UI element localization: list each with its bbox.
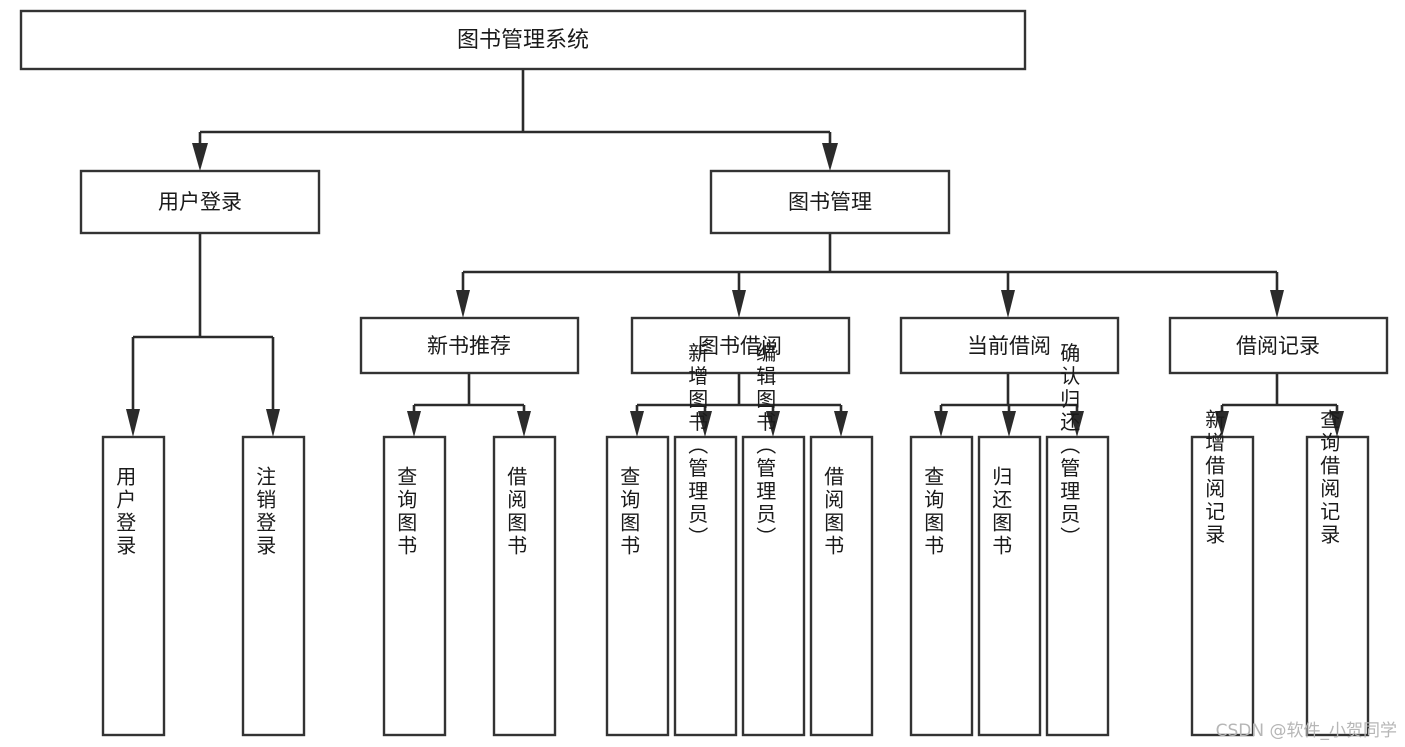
node-box-new-book-recommend[interactable]: [359, 316, 580, 375]
node-leaf-borrow-book-2[interactable]: 借阅图书: [809, 435, 874, 737]
node-box-leaf-query-record[interactable]: [1305, 435, 1370, 737]
connector-group-root: [192, 69, 838, 171]
arrow-icon-leaf-confirm-return: [1070, 411, 1084, 437]
node-box-book-borrow[interactable]: [630, 316, 851, 375]
arrow-icon-leaf-user-login: [126, 409, 140, 437]
node-leaf-user-login[interactable]: 用户登录: [101, 435, 166, 737]
node-label-leaf-query-book-2: 查询图书: [617, 466, 641, 558]
node-box-borrow-record[interactable]: [1168, 316, 1389, 375]
node-label-root: 图书管理系统: [457, 28, 589, 53]
node-user-login[interactable]: 用户登录: [79, 169, 321, 235]
node-label-leaf-confirm-return: 确认归还（管理员）: [1057, 342, 1081, 549]
arrow-icon-leaf-query-book-2: [630, 411, 644, 437]
connector-group-book-management: [456, 233, 1284, 318]
node-label-leaf-borrow-book-1: 借阅图书: [504, 466, 528, 558]
node-box-user-login[interactable]: [79, 169, 321, 235]
node-box-leaf-edit-book[interactable]: [741, 435, 806, 737]
node-box-leaf-user-logout[interactable]: [241, 435, 306, 737]
node-box-leaf-add-book[interactable]: [673, 435, 738, 737]
node-label-user-login: 用户登录: [158, 190, 242, 214]
node-box-leaf-borrow-book-1[interactable]: [492, 435, 557, 737]
arrow-icon-current-borrow: [1001, 290, 1015, 318]
connector-group-new-book-recommend: [407, 373, 531, 437]
node-label-current-borrow: 当前借阅: [967, 334, 1051, 358]
node-label-leaf-query-record: 查询借阅记录: [1317, 409, 1341, 547]
node-borrow-record[interactable]: 借阅记录: [1168, 316, 1389, 375]
arrow-icon-leaf-return-book: [1002, 411, 1016, 437]
node-box-leaf-query-book-3[interactable]: [909, 435, 974, 737]
arrow-icon-leaf-query-record: [1330, 411, 1344, 437]
arrow-icon-borrow-record: [1270, 290, 1284, 318]
node-box-root[interactable]: [19, 9, 1027, 71]
node-label-leaf-user-logout: 注销登录: [253, 466, 277, 558]
node-leaf-confirm-return[interactable]: 确认归还（管理员）: [1045, 342, 1110, 737]
connector-group-borrow-record: [1215, 373, 1344, 437]
node-box-leaf-return-book[interactable]: [977, 435, 1042, 737]
connector-group-current-borrow: [934, 373, 1084, 437]
node-book-borrow[interactable]: 图书借阅: [630, 316, 851, 375]
node-label-new-book-recommend: 新书推荐: [427, 334, 511, 358]
node-label-leaf-add-book: 新增图书（管理员）: [685, 342, 709, 549]
node-label-book-management: 图书管理: [788, 190, 872, 214]
arrow-icon-leaf-borrow-book-2: [834, 411, 848, 437]
node-leaf-return-book[interactable]: 归还图书: [977, 435, 1042, 737]
connector-group-book-borrow: [630, 373, 848, 437]
node-box-leaf-add-record[interactable]: [1190, 435, 1255, 737]
node-leaf-query-book-2[interactable]: 查询图书: [605, 435, 670, 737]
arrow-icon-leaf-add-book: [698, 411, 712, 437]
node-box-leaf-query-book-2[interactable]: [605, 435, 670, 737]
node-root-system[interactable]: 图书管理系统: [19, 9, 1027, 71]
arrow-icon-leaf-query-book-3: [934, 411, 948, 437]
node-label-borrow-record: 借阅记录: [1236, 334, 1320, 358]
node-label-leaf-borrow-book-2: 借阅图书: [821, 466, 845, 558]
node-label-leaf-add-record: 新增借阅记录: [1202, 409, 1226, 547]
node-leaf-query-book-1[interactable]: 查询图书: [382, 435, 447, 737]
node-leaf-query-book-3[interactable]: 查询图书: [909, 435, 974, 737]
node-box-leaf-confirm-return[interactable]: [1045, 435, 1110, 737]
arrow-icon-new-book-recommend: [456, 290, 470, 318]
node-label-leaf-query-book-1: 查询图书: [394, 466, 418, 558]
connector-group-user-login: [126, 233, 280, 437]
node-label-leaf-query-book-3: 查询图书: [921, 466, 945, 558]
arrow-icon-leaf-edit-book: [766, 411, 780, 437]
node-box-book-management[interactable]: [709, 169, 951, 235]
node-leaf-add-book[interactable]: 新增图书（管理员）: [673, 342, 738, 737]
node-box-leaf-borrow-book-2[interactable]: [809, 435, 874, 737]
node-label-leaf-return-book: 归还图书: [989, 466, 1013, 558]
node-label-book-borrow: 图书借阅: [698, 334, 782, 358]
arrow-icon-leaf-query-book-1: [407, 411, 421, 437]
arrow-icon-leaf-add-record: [1215, 411, 1229, 437]
node-leaf-add-record[interactable]: 新增借阅记录: [1190, 409, 1255, 737]
node-book-management[interactable]: 图书管理: [709, 169, 951, 235]
node-box-leaf-user-login[interactable]: [101, 435, 166, 737]
arrow-icon-leaf-user-logout: [266, 409, 280, 437]
node-label-leaf-user-login: 用户登录: [113, 466, 137, 558]
node-leaf-borrow-book-1[interactable]: 借阅图书: [492, 435, 557, 737]
node-box-current-borrow[interactable]: [899, 316, 1120, 375]
arrow-icon-book-management: [822, 143, 838, 171]
node-leaf-user-logout[interactable]: 注销登录: [241, 435, 306, 737]
node-new-book-recommend[interactable]: 新书推荐: [359, 316, 580, 375]
arrow-icon-book-borrow: [732, 290, 746, 318]
node-leaf-query-record[interactable]: 查询借阅记录: [1305, 409, 1370, 737]
watermark-text: CSDN @软件_小贺同学: [1215, 721, 1397, 741]
node-current-borrow[interactable]: 当前借阅: [899, 316, 1120, 375]
node-leaf-edit-book[interactable]: 编辑图书（管理员）: [741, 342, 806, 737]
node-box-leaf-query-book-1[interactable]: [382, 435, 447, 737]
node-label-leaf-edit-book: 编辑图书（管理员）: [753, 342, 777, 549]
arrow-icon-leaf-borrow-book-1: [517, 411, 531, 437]
arrow-icon-user-login: [192, 143, 208, 171]
